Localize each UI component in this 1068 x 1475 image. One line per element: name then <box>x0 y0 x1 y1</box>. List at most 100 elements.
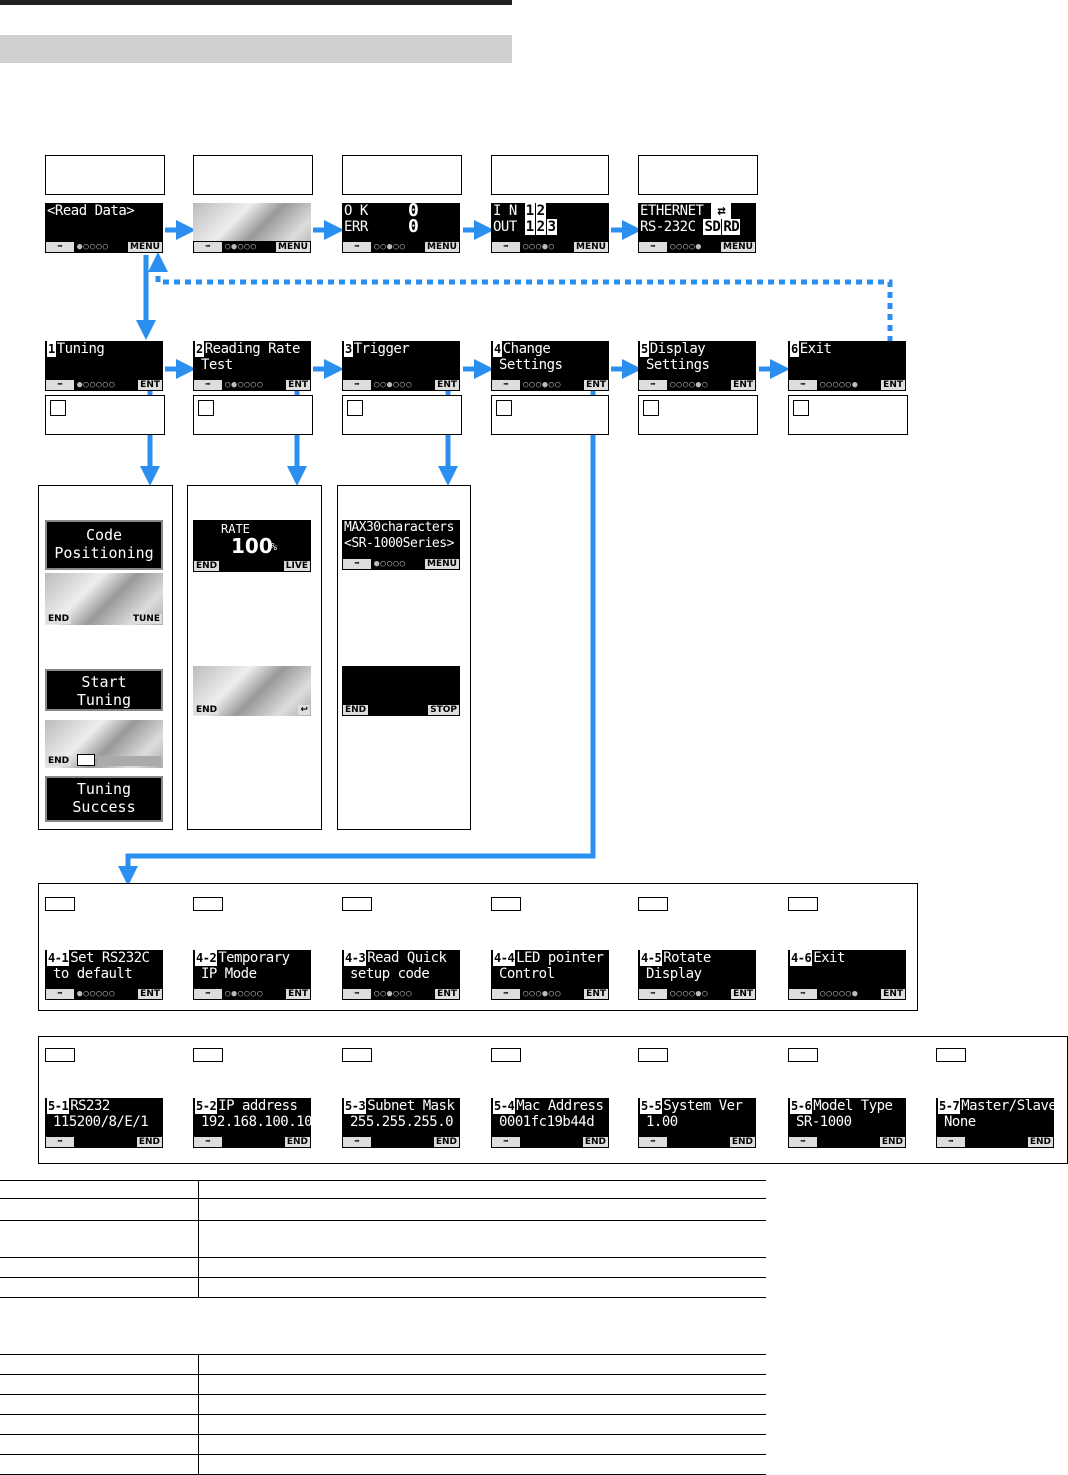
display-settings-tag-box <box>193 1048 223 1062</box>
live-key: LIVE <box>283 561 310 571</box>
ent-key: ENT <box>138 380 162 390</box>
ent-key: ENT <box>286 989 310 999</box>
menu-line1: Display <box>649 341 706 357</box>
table1-rule <box>0 1297 766 1298</box>
ent-key: ENT <box>435 989 459 999</box>
menu-number-badge: 2 <box>195 341 204 357</box>
menu-line1: Temporary <box>218 950 290 966</box>
ent-key: ENT <box>584 989 608 999</box>
menu-line1: Reading Rate <box>204 341 301 357</box>
table1-divider <box>198 1180 199 1297</box>
menu-number-badge: 5-6 <box>790 1098 813 1114</box>
ok-label: O K <box>344 203 368 219</box>
menu-key: MENU <box>721 242 755 252</box>
in-badge-1: 1 <box>524 203 535 219</box>
arrow-key-icon: ➡ <box>194 380 222 390</box>
menu-number-badge: 5 <box>640 341 649 357</box>
arrow-key-icon: ➡ <box>492 242 520 252</box>
menu-number-badge: 4 <box>493 341 502 357</box>
menu-label-box-3 <box>342 395 462 435</box>
return-key-icon: ↩ <box>298 705 310 715</box>
display-settings-tag-box <box>45 1048 75 1062</box>
table2-rule <box>0 1394 766 1395</box>
menu-number-badge: 5-7 <box>938 1098 961 1114</box>
page-dots: ○○○○●○ <box>670 380 709 390</box>
exchange-icon: ⇄ <box>711 203 732 219</box>
rate-label: RATE <box>221 522 250 536</box>
menu-number-badge: 1 <box>47 341 56 357</box>
label-box-4 <box>491 155 609 195</box>
menu-line1: Master/Slave <box>961 1098 1054 1114</box>
end-key: END <box>343 705 369 715</box>
checkbox-square <box>793 400 809 416</box>
arrow-key-icon: ➡ <box>492 1137 520 1147</box>
section-title-bar <box>0 35 512 63</box>
rs232c-label: RS-232C <box>640 219 696 235</box>
ent-key: ENT <box>138 989 162 999</box>
change-settings-tag-box <box>45 897 75 911</box>
ent-key: ENT <box>881 380 905 390</box>
checkbox-square <box>198 400 214 416</box>
page-dots: ●○○○○ <box>77 242 110 252</box>
lcd-line1: <Read Data> <box>47 203 135 219</box>
page-dots: ○○○○● <box>670 242 703 252</box>
table2-rule <box>0 1434 766 1435</box>
label-box-5 <box>638 155 758 195</box>
arrow-key-icon: ➡ <box>46 1137 74 1147</box>
out-badge-3: 3 <box>546 219 557 235</box>
menu-line2: SR-1000 <box>796 1114 852 1130</box>
menu-key: MENU <box>276 242 310 252</box>
arrow-key-icon: ➡ <box>46 242 74 252</box>
menu-number-badge: 4-4 <box>493 950 516 966</box>
menu-line2: setup code <box>350 966 430 982</box>
arrow-key-icon: ➡ <box>343 1137 371 1147</box>
menu-line2: 192.168.100.100 <box>201 1114 311 1130</box>
tune-key: TUNE <box>130 614 162 624</box>
end-key: END <box>582 1137 608 1147</box>
stop-key: STOP <box>428 705 459 715</box>
arrow-key-icon: ➡ <box>343 989 371 999</box>
table1-rule <box>0 1198 766 1199</box>
arrow-key-icon: ➡ <box>492 380 520 390</box>
display-settings-tag-box <box>638 1048 668 1062</box>
menu-line2: IP Mode <box>201 966 257 982</box>
menu-number-badge: 4-5 <box>640 950 663 966</box>
menu-line2: Settings <box>646 357 710 373</box>
menu-line1: Set RS232C <box>70 950 150 966</box>
lcd-code-positioning: Code Positioning <box>45 520 163 570</box>
menu-line2: 115200/8/E/1 <box>53 1114 149 1130</box>
progress-bar <box>77 754 95 766</box>
arrow-key-icon: ➡ <box>639 380 667 390</box>
menu-key: MENU <box>425 242 459 252</box>
menu-number-badge: 5-1 <box>47 1098 70 1114</box>
rd-badge: RD <box>722 219 741 235</box>
arrow-key-icon: ➡ <box>343 242 371 252</box>
ok-count: 0 <box>408 203 419 221</box>
menu-line2: None <box>944 1114 976 1130</box>
arrow-key-icon: ➡ <box>492 989 520 999</box>
menu-key: MENU <box>128 242 162 252</box>
menu-line2: Test <box>201 357 233 373</box>
rate-unit: % <box>271 542 278 553</box>
menu-number-badge: 4-1 <box>47 950 70 966</box>
table2-rule <box>0 1354 766 1355</box>
display-settings-tag-box <box>342 1048 372 1062</box>
end-key: END <box>879 1137 905 1147</box>
checkbox-square <box>347 400 363 416</box>
menu-line1: System Ver <box>663 1098 743 1114</box>
end-key: END <box>1027 1137 1053 1147</box>
change-settings-tag-box <box>491 897 521 911</box>
table1-rule <box>0 1257 766 1258</box>
menu-line1: Tuning <box>56 341 105 357</box>
tuning-success-text: Tuning Success <box>72 780 136 816</box>
menu-label-box-5 <box>638 395 758 435</box>
